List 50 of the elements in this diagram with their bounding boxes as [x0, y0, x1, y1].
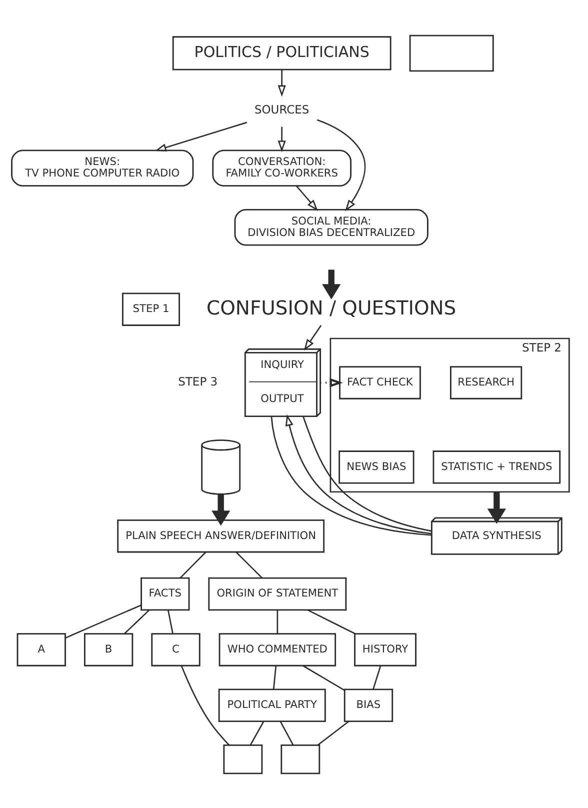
connector [372, 665, 382, 690]
node-box: HISTORY [354, 632, 416, 666]
node-box: POLITICAL PARTY [218, 688, 326, 722]
connector [124, 609, 150, 634]
node-label: STEP 3 [178, 374, 218, 388]
connector [302, 416, 432, 532]
node-box: FACTS [140, 576, 190, 610]
node-box [280, 744, 320, 774]
node-box [409, 34, 494, 72]
node-box: ORIGIN OF STATEMENT [208, 576, 347, 610]
node-box: BIAS [344, 688, 394, 722]
connector [317, 720, 350, 746]
node-box: RESEARCH [450, 366, 522, 399]
connector [280, 720, 294, 745]
connector [180, 551, 206, 578]
node-text: CONFUSION / QUESTIONS [206, 296, 456, 319]
arrow [304, 324, 322, 350]
node-box [223, 744, 263, 774]
connector [307, 608, 356, 634]
connector [180, 665, 230, 746]
arrow [487, 491, 506, 524]
node-box: B [84, 632, 134, 666]
node-box: FACT CHECK [339, 366, 421, 399]
arrow [278, 126, 286, 152]
connector [168, 610, 174, 634]
node-box: C [151, 632, 200, 666]
node-box: POLITICS / POLITICIANS [172, 36, 392, 70]
node-box: STATISTIC + TRENDS [432, 450, 561, 484]
arrow [296, 185, 318, 210]
node-box: WHO COMMENTED [218, 632, 336, 666]
connector [250, 720, 264, 745]
node-box: CONVERSATION: FAMILY CO-WORKERS [212, 149, 352, 186]
node-box: PLAIN SPEECH ANSWER/DEFINITION [117, 518, 325, 552]
arrow [212, 494, 230, 526]
connector [65, 604, 142, 638]
node-box: NEWS: TV PHONE COMPUTER RADIO [11, 149, 194, 186]
node-box: A [16, 632, 66, 666]
arrow [278, 69, 286, 96]
arrow [320, 378, 343, 387]
connector [276, 610, 278, 634]
connector [302, 664, 345, 690]
arrow [322, 269, 341, 299]
node-box: NEWS BIAS [338, 450, 414, 484]
arrow [316, 118, 366, 211]
node-text: SOURCES [254, 102, 310, 116]
connector [236, 551, 263, 578]
arrow [154, 121, 248, 151]
node-box: SOCIAL MEDIA: DIVISION BIAS DECENTRALIZED [234, 208, 428, 246]
connector [272, 665, 277, 689]
node-box: STEP 1 [122, 292, 180, 326]
